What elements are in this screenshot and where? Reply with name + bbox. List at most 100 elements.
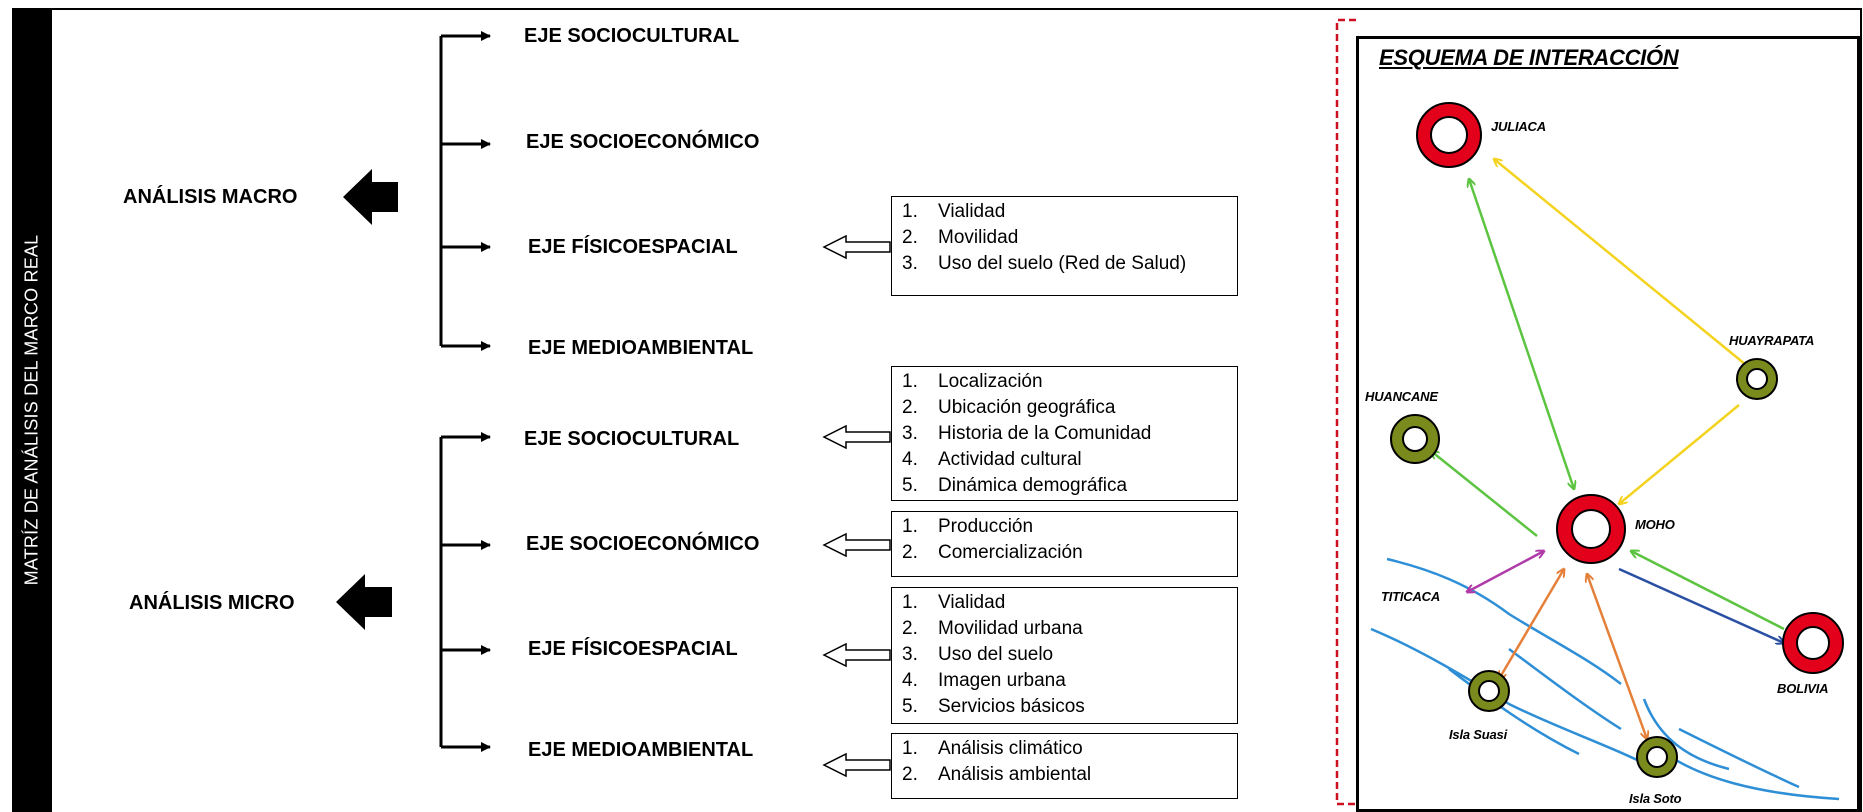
link-juliaca-moho — [1469, 179, 1574, 489]
macro-axis-sociocultural: EJE SOCIOCULTURAL — [524, 25, 740, 47]
micro-bracket — [439, 432, 491, 752]
lake-lines — [1370, 557, 1840, 801]
list-item: 3. Uso del suelo (Red de Salud) — [902, 251, 1231, 277]
link-moho-suasi — [1499, 569, 1564, 679]
macro-axis-medioambiental: EJE MEDIOAMBIENTAL — [528, 337, 754, 359]
link-huayrapata-moho — [1619, 404, 1740, 504]
list-item-text: Movilidad urbana — [938, 618, 1083, 639]
interaction-schema: ESQUEMA DE INTERACCIÓN — [1356, 36, 1860, 812]
micro-sociocultural-box: 1. Localización 2. Ubicación geográfica 3. Hi… — [891, 366, 1238, 501]
schema-title: ESQUEMA DE INTERACCIÓN — [1379, 45, 1679, 70]
list-item-number: 2. — [902, 618, 918, 639]
link-moho-soto — [1587, 574, 1647, 739]
list-item-text: Comercialización — [938, 542, 1083, 563]
label-huayrapata: HUAYRAPATA — [1729, 333, 1815, 348]
list-item: 2. Movilidad urbana — [902, 616, 1231, 642]
list-item: 4. Imagen urbana — [902, 668, 1231, 694]
list-item-number: 3. — [902, 644, 918, 665]
link-moho-bolivia — [1618, 567, 1784, 643]
node-suasi — [1468, 670, 1510, 712]
list-item-number: 1. — [902, 592, 918, 613]
link-juliaca-huayrapata — [1494, 159, 1752, 370]
list-item-text: Uso del suelo (Red de Salud) — [938, 253, 1187, 274]
list-item: 1.Vialidad — [902, 199, 1231, 225]
list-item-number: 1. — [902, 371, 918, 392]
list-item: 5. Servicios básicos — [902, 694, 1231, 720]
list-item-number: 1. — [902, 201, 918, 222]
hollow-arrow-icon — [822, 234, 891, 260]
list-item-text: Análisis climático — [938, 738, 1083, 759]
list-item-text: Imagen urbana — [938, 670, 1066, 691]
micro-medioambiental-box: 1. Análisis climático 2. Análisis ambiental — [891, 733, 1238, 799]
node-huayrapata — [1736, 358, 1778, 400]
micro-socioeconomico-box: 1. Producción 2. Comercialización — [891, 511, 1238, 577]
list-item-text: Uso del suelo — [938, 644, 1054, 665]
node-soto — [1636, 736, 1678, 778]
list-item-text: Ubicación geográfica — [938, 397, 1116, 418]
label-isla-soto: Isla Soto — [1629, 791, 1682, 806]
list-item-number: 5. — [902, 696, 918, 717]
link-moho-titicaca — [1467, 551, 1544, 592]
frame-top-border — [52, 8, 1862, 10]
hollow-arrow-icon — [822, 424, 891, 450]
list-item-number: 2. — [902, 227, 918, 248]
macro-bracket — [439, 31, 491, 351]
side-title-bar — [12, 8, 52, 812]
list-item: 2. Movilidad — [902, 225, 1231, 251]
list-item: 1. Producción — [902, 514, 1231, 540]
list-item: 1. Análisis climático — [902, 736, 1231, 762]
hollow-arrow-icon — [822, 532, 891, 558]
list-item-number: 4. — [902, 670, 918, 691]
list-item: 3. Historia de la Comunidad — [902, 421, 1231, 447]
list-item-text: Servicios básicos — [938, 696, 1085, 717]
list-item-text: Movilidad — [938, 227, 1019, 248]
schema-graph — [1370, 102, 1844, 801]
list-item-number: 2. — [902, 764, 918, 785]
macro-axis-socioeconomico: EJE SOCIOECONÓMICO — [526, 131, 760, 153]
micro-axis-medioambiental: EJE MEDIOAMBIENTAL — [528, 739, 754, 761]
macro-big-arrow-icon — [343, 169, 398, 225]
list-item-number: 2. — [902, 397, 918, 418]
node-bolivia — [1782, 612, 1844, 674]
label-isla-suasi: Isla Suasi — [1449, 727, 1507, 742]
list-item-text: Dinámica demográfica — [938, 475, 1128, 496]
list-item-text: Producción — [938, 516, 1034, 537]
label-titicaca: TITICACA — [1381, 589, 1441, 604]
macro-analysis-label: ANÁLISIS MACRO — [123, 186, 298, 208]
list-item-text: Localización — [938, 371, 1043, 392]
micro-axis-socioeconomico: EJE SOCIOECONÓMICO — [526, 533, 760, 555]
list-item: 3. Uso del suelo — [902, 642, 1231, 668]
micro-fisicoespacial-box: 1. Vialidad 2. Movilidad urbana 3. Uso del su… — [891, 587, 1238, 724]
schema-dashed-frame — [1335, 18, 1356, 806]
node-juliaca — [1416, 102, 1482, 168]
hollow-arrow-icon — [822, 642, 891, 668]
macro-axis-fisicoespacial: EJE FÍSICOESPACIAL — [528, 236, 738, 258]
list-item-number: 1. — [902, 516, 918, 537]
list-item: 4.Actividad cultural — [902, 447, 1231, 473]
label-huancane: HUANCANE — [1365, 389, 1438, 404]
hollow-arrow-icon — [822, 752, 891, 778]
label-moho: MOHO — [1635, 517, 1675, 532]
list-item: 1. Vialidad — [902, 590, 1231, 616]
node-huancane — [1390, 414, 1440, 464]
list-item-number: 1. — [902, 738, 918, 759]
list-item: 2. Análisis ambiental — [902, 762, 1231, 788]
list-item-number: 3. — [902, 253, 918, 274]
list-item-text: Análisis ambiental — [938, 764, 1092, 785]
label-juliaca: JULIACA — [1491, 119, 1546, 134]
list-item: 1. Localización — [902, 369, 1231, 395]
micro-axis-sociocultural: EJE SOCIOCULTURAL — [524, 428, 740, 450]
list-item-text: Historia de la Comunidad — [938, 423, 1152, 444]
frame-right-border — [1860, 8, 1862, 812]
list-item: 5. Dinámica demográfica — [902, 473, 1231, 499]
list-item-number: 2. — [902, 542, 918, 563]
list-item: 2. Comercialización — [902, 540, 1231, 566]
list-item-number: 5. — [902, 475, 918, 496]
list-item-text: Vialidad — [938, 592, 1006, 613]
micro-axis-fisicoespacial: EJE FÍSICOESPACIAL — [528, 638, 738, 660]
list-item-number: 3. — [902, 423, 918, 444]
node-moho — [1556, 494, 1626, 564]
list-item-text: Actividad cultural — [938, 449, 1082, 470]
